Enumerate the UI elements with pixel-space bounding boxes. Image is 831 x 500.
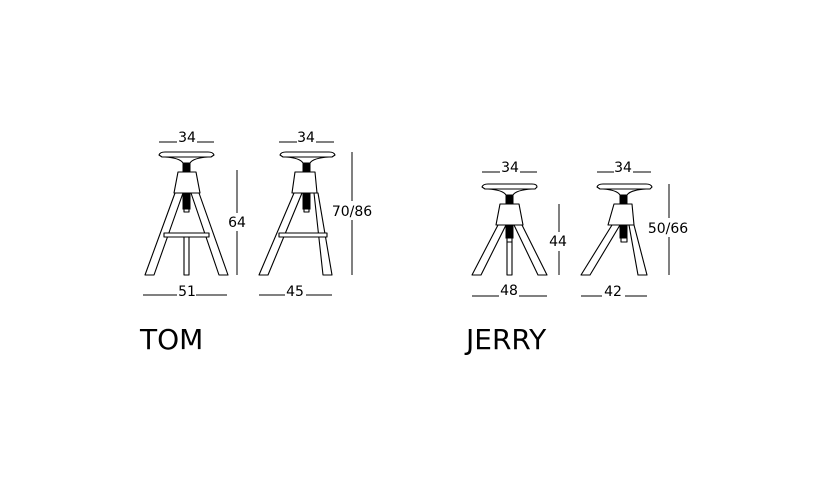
tom-side-dimension-lines [259, 141, 353, 296]
tom-model-name: TOM [139, 323, 203, 356]
tom-front-seat-width-label: 34 [178, 130, 196, 146]
jerry-front-dimension-lines [472, 171, 560, 297]
tom-front-view [144, 151, 229, 276]
jerry-side-view [580, 183, 653, 276]
tom-side-view [258, 151, 336, 276]
jerry-front-seat-width-label: 34 [501, 160, 519, 176]
tom-front-height-label: 64 [228, 215, 246, 231]
jerry-front-base-width-label: 48 [500, 283, 518, 299]
jerry-side-base-width-label: 42 [604, 284, 622, 300]
tom-side-base-width-label: 45 [286, 284, 304, 300]
jerry-front-view [471, 183, 548, 276]
tom-front-base-width-label: 51 [178, 284, 196, 300]
jerry-side-seat-width-label: 34 [614, 160, 632, 176]
jerry-front-height-label: 44 [549, 234, 567, 250]
tom-side-seat-width-label: 34 [297, 130, 315, 146]
jerry-side-dimension-lines [581, 171, 670, 297]
jerry-side-height-label: 50/66 [648, 221, 688, 237]
jerry-model-name: JERRY [464, 323, 547, 356]
tom-side-height-label: 70/86 [332, 204, 372, 220]
tom-front-dimension-lines [143, 141, 238, 296]
